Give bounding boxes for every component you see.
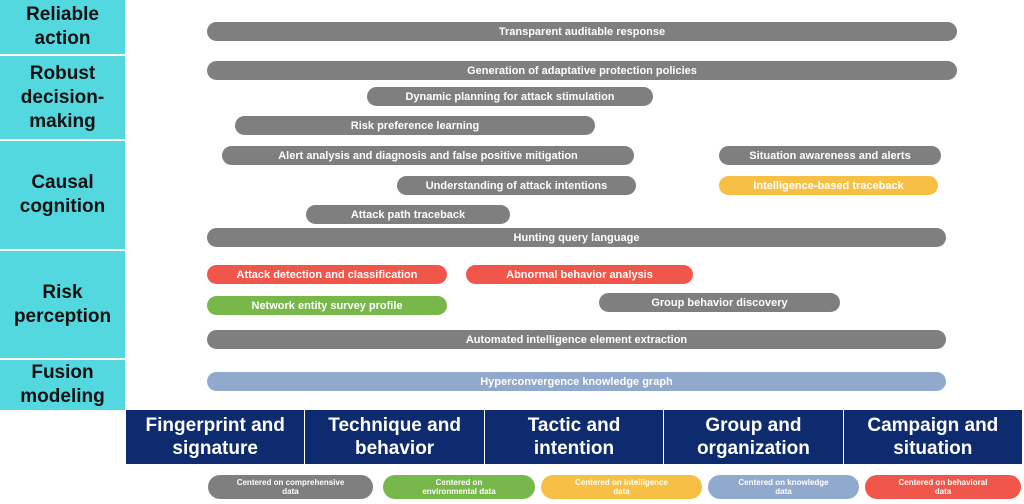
- bar-knowledge-graph: Hyperconvergence knowledge graph: [207, 372, 946, 391]
- bar-intelligence-extraction: Automated intelligence element extractio…: [207, 330, 946, 349]
- legend-behavioral-data: Centered on behavioral data: [865, 475, 1021, 499]
- bar-situation-awareness: Situation awareness and alerts: [719, 146, 941, 165]
- level-risk-perception: Risk perception: [0, 251, 125, 360]
- bar-abnormal-behavior: Abnormal behavior analysis: [466, 265, 693, 284]
- legend-knowledge-data: Centered on knowledge data: [708, 475, 859, 499]
- bar-hunting-query-language: Hunting query language: [207, 228, 946, 247]
- bar-attack-intentions: Understanding of attack intentions: [397, 176, 636, 195]
- stage-tactic-intention: Tactic and intention: [483, 410, 663, 464]
- stage-technique-behavior: Technique and behavior: [304, 410, 483, 464]
- stage-band: Fingerprint and signature Technique and …: [126, 410, 1022, 464]
- level-fusion-modeling: Fusion modeling: [0, 360, 125, 412]
- bar-network-entity-profile: Network entity survey profile: [207, 296, 447, 315]
- bar-attack-path-traceback: Attack path traceback: [306, 205, 510, 224]
- stage-group-organization: Group and organization: [663, 410, 842, 464]
- legend-environmental-data: Centered on environmental data: [383, 475, 535, 499]
- legend-intelligence-data: Centered on intelligence data: [541, 475, 702, 499]
- bar-transparent-auditable-response: Transparent auditable response: [207, 22, 957, 41]
- bar-adaptative-protection-policies: Generation of adaptative protection poli…: [207, 61, 957, 80]
- level-reliable-action: Reliable action: [0, 0, 125, 56]
- bar-risk-preference-learning: Risk preference learning: [235, 116, 595, 135]
- level-robust-decision-making: Robust decision- making: [0, 56, 125, 141]
- level-causal-cognition: Causal cognition: [0, 141, 125, 251]
- bar-alert-analysis: Alert analysis and diagnosis and false p…: [222, 146, 634, 165]
- bar-intelligence-traceback: Intelligence-based traceback: [719, 176, 938, 195]
- stage-campaign-situation: Campaign and situation: [842, 410, 1022, 464]
- bar-attack-detection: Attack detection and classification: [207, 265, 447, 284]
- bar-dynamic-planning: Dynamic planning for attack stimulation: [367, 87, 653, 106]
- stage-fingerprint-signature: Fingerprint and signature: [145, 415, 285, 459]
- legend-comprehensive-data: Centered on comprehensive data: [208, 475, 373, 499]
- bar-group-behavior-discovery: Group behavior discovery: [599, 293, 840, 312]
